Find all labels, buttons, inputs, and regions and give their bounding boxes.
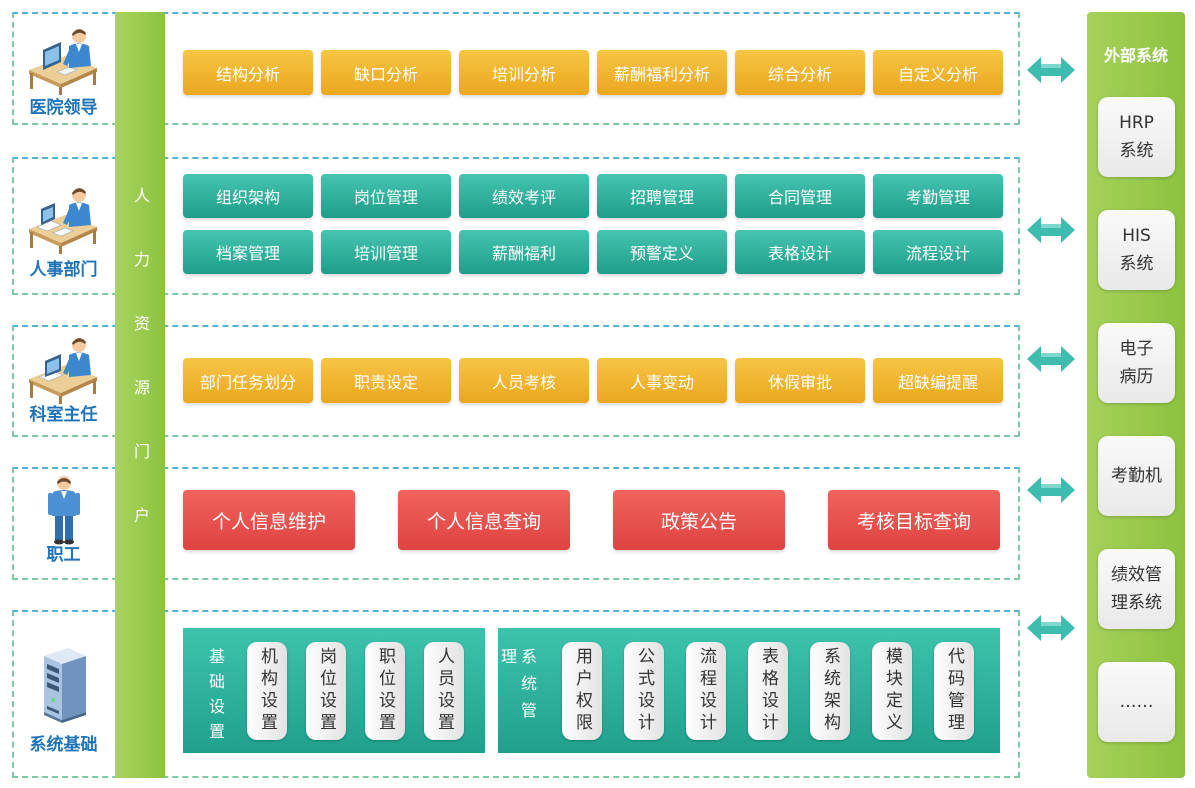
attendance-management-box: 考勤管理 bbox=[873, 174, 1003, 218]
ext-label-line: 考勤机 bbox=[1111, 466, 1162, 486]
basic-settings-title: 基础设置 bbox=[206, 648, 225, 748]
double-arrow-icon bbox=[1027, 615, 1075, 641]
system-management-title: 系统管理 bbox=[498, 648, 537, 729]
staff-settings-item: 人员设置 bbox=[424, 642, 464, 740]
server-icon bbox=[44, 648, 86, 723]
ext-label-line: 电子 bbox=[1119, 339, 1154, 359]
duty-setting-box: 职责设定 bbox=[321, 358, 451, 403]
formula-design-item: 公式设计 bbox=[624, 642, 664, 740]
ext-label-line: 理系统 bbox=[1111, 593, 1162, 613]
ext-label-line: 病历 bbox=[1119, 367, 1154, 387]
job-settings-item: 职位设置 bbox=[365, 642, 405, 740]
user-permissions-item: 用户权限 bbox=[562, 642, 602, 740]
director-row-frame bbox=[12, 325, 1020, 437]
staff-row-frame bbox=[12, 467, 1020, 580]
basic-settings-panel: 基础设置 机构设置 岗位设置 职位设置 人员设置 bbox=[183, 628, 485, 753]
performance-review-box: 绩效考评 bbox=[459, 174, 589, 218]
module-definition-item: 模块定义 bbox=[872, 642, 912, 740]
double-arrow-icon bbox=[1027, 217, 1075, 243]
personal-info-query-box: 个人信息查询 bbox=[398, 490, 570, 550]
system-management-items: 用户权限 公式设计 流程设计 表格设计 系统架构 模块定义 代码管理 bbox=[562, 642, 974, 740]
structure-analysis-box: 结构分析 bbox=[183, 50, 313, 95]
portal-title: 人力资源门户 bbox=[131, 187, 150, 571]
ext-label-line: 系统 bbox=[1119, 141, 1154, 161]
hr-row-frame bbox=[12, 157, 1020, 295]
role-label-department-director: 科室主任 bbox=[29, 405, 98, 425]
table-design-item: 表格设计 bbox=[748, 642, 788, 740]
compensation-benefits-box: 薪酬福利 bbox=[459, 230, 589, 274]
ext-attendance-machine: 考勤机 bbox=[1098, 436, 1175, 516]
leader-row-frame bbox=[12, 12, 1020, 125]
ext-performance-system: 绩效管 理系统 bbox=[1098, 549, 1175, 629]
training-analysis-box: 培训分析 bbox=[459, 50, 589, 95]
ext-label-line: HIS bbox=[1122, 226, 1151, 246]
archive-management-box: 档案管理 bbox=[183, 230, 313, 274]
code-management-item: 代码管理 bbox=[934, 642, 974, 740]
ext-label-line: 绩效管 bbox=[1111, 565, 1162, 585]
leave-approval-box: 休假审批 bbox=[735, 358, 865, 403]
double-arrow-icon bbox=[1027, 57, 1075, 83]
double-arrow-icon bbox=[1027, 346, 1075, 372]
org-settings-item: 机构设置 bbox=[247, 642, 287, 740]
base-row-frame bbox=[12, 610, 1020, 778]
ext-label-line: 系统 bbox=[1119, 254, 1154, 274]
staff-icon bbox=[48, 476, 80, 545]
department-task-division-box: 部门任务划分 bbox=[183, 358, 313, 403]
hospital-leader-icon bbox=[29, 29, 97, 95]
ext-label-line: HRP bbox=[1119, 113, 1154, 133]
staff-assessment-box: 人员考核 bbox=[459, 358, 589, 403]
gap-analysis-box: 缺口分析 bbox=[321, 50, 451, 95]
comprehensive-analysis-box: 综合分析 bbox=[735, 50, 865, 95]
role-label-system-base: 系统基础 bbox=[29, 735, 98, 755]
personal-info-maintenance-box: 个人信息维护 bbox=[183, 490, 355, 550]
ext-emr: 电子 病历 bbox=[1098, 323, 1175, 403]
recruitment-management-box: 招聘管理 bbox=[597, 174, 727, 218]
role-label-hr-department: 人事部门 bbox=[29, 260, 98, 280]
ext-his-system: HIS 系统 bbox=[1098, 210, 1175, 290]
post-settings-item: 岗位设置 bbox=[306, 642, 346, 740]
compensation-analysis-box: 薪酬福利分析 bbox=[597, 50, 727, 95]
hr-modules: 组织架构 岗位管理 绩效考评 招聘管理 合同管理 考勤管理 档案管理 培训管理 … bbox=[183, 174, 1003, 274]
alert-definition-box: 预警定义 bbox=[597, 230, 727, 274]
contract-management-box: 合同管理 bbox=[735, 174, 865, 218]
staff-modules: 个人信息维护 个人信息查询 政策公告 考核目标查询 bbox=[183, 490, 1000, 550]
basic-settings-items: 机构设置 岗位设置 职位设置 人员设置 bbox=[247, 642, 464, 740]
leader-modules: 结构分析 缺口分析 培训分析 薪酬福利分析 综合分析 自定义分析 bbox=[183, 50, 1003, 95]
process-design-item: 流程设计 bbox=[686, 642, 726, 740]
ext-hrp-system: HRP 系统 bbox=[1098, 97, 1175, 177]
role-label-hospital-leader: 医院领导 bbox=[29, 98, 98, 118]
training-management-box: 培训管理 bbox=[321, 230, 451, 274]
system-management-panel: 系统管理 用户权限 公式设计 流程设计 表格设计 系统架构 模块定义 代码管理 bbox=[498, 628, 1000, 753]
double-arrow-icon bbox=[1027, 477, 1075, 503]
personnel-change-box: 人事变动 bbox=[597, 358, 727, 403]
assessment-goal-query-box: 考核目标查询 bbox=[828, 490, 1000, 550]
org-structure-box: 组织架构 bbox=[183, 174, 313, 218]
director-modules: 部门任务划分 职责设定 人员考核 人事变动 休假审批 超缺编提醒 bbox=[183, 358, 1003, 403]
form-design-box: 表格设计 bbox=[735, 230, 865, 274]
position-management-box: 岗位管理 bbox=[321, 174, 451, 218]
ext-label-line: …… bbox=[1119, 692, 1154, 712]
department-director-icon bbox=[29, 338, 97, 404]
workflow-design-box: 流程设计 bbox=[873, 230, 1003, 274]
policy-announcement-box: 政策公告 bbox=[613, 490, 785, 550]
staffing-alert-box: 超缺编提醒 bbox=[873, 358, 1003, 403]
role-label-staff: 职工 bbox=[46, 545, 81, 565]
external-systems-panel: 外部系统 HRP 系统 HIS 系统 电子 病历 考勤机 绩效管 理系统 …… bbox=[1087, 12, 1185, 778]
custom-analysis-box: 自定义分析 bbox=[873, 50, 1003, 95]
hr-department-icon bbox=[29, 188, 97, 254]
hr-portal-bar: 人力资源门户 bbox=[115, 12, 165, 778]
system-architecture-item: 系统架构 bbox=[810, 642, 850, 740]
external-systems-title: 外部系统 bbox=[1103, 46, 1168, 65]
ext-more-systems: …… bbox=[1098, 662, 1175, 742]
